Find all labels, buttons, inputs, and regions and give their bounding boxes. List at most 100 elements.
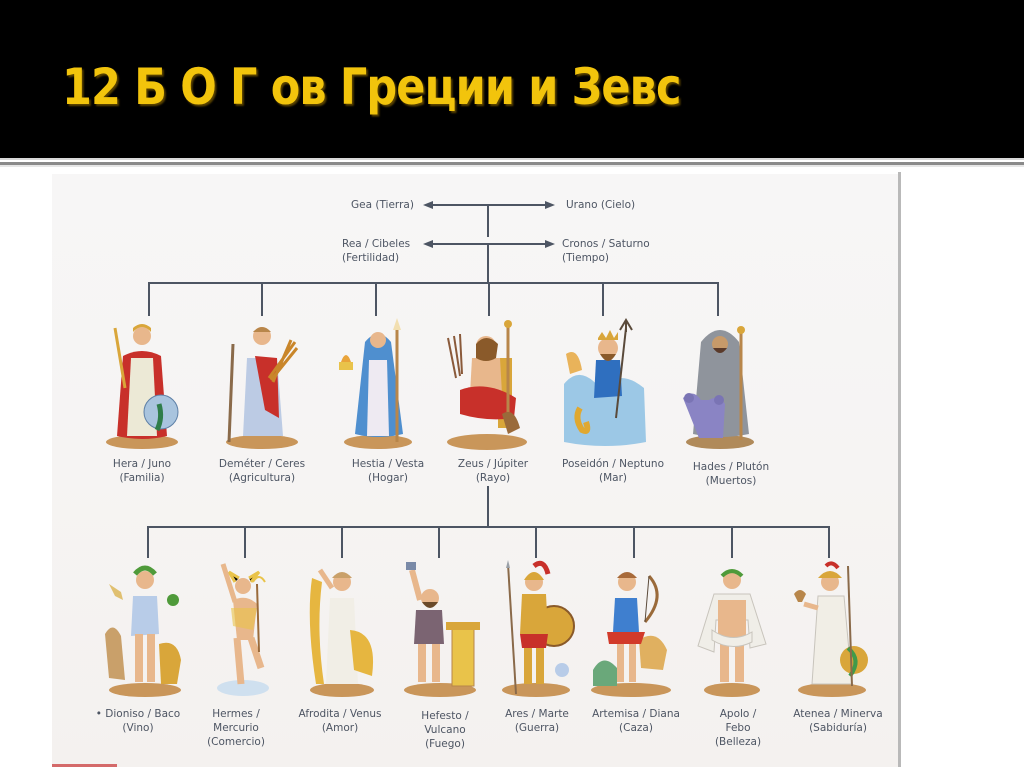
tree-connector [261, 282, 263, 316]
arrow-left-icon [423, 201, 433, 209]
caption-demeter: Deméter / Ceres (Agricultura) [219, 457, 305, 485]
apolo-illustration [697, 569, 767, 697]
family-tree-image [52, 174, 900, 767]
title-divider-shadow [0, 165, 1024, 167]
figure-hestia [337, 318, 419, 450]
ancestor-gea: Gea (Tierra) [351, 199, 414, 211]
god-name: • Dioniso / Baco [95, 708, 181, 720]
tree-connector [602, 282, 604, 316]
caption-hades: Hades / Plutón (Muertos) [693, 460, 769, 488]
tree-connector [148, 282, 150, 316]
tree-connector [375, 282, 377, 316]
generation-2-bar [147, 526, 830, 528]
caption-artemisa: Artemisa / Diana (Caza) [592, 707, 680, 735]
god-domain: (Fuego) [425, 738, 465, 750]
caption-hera: Hera / Juno (Familia) [113, 457, 171, 485]
afrodita-illustration [309, 568, 374, 697]
ancestor-rea: Rea / Cibeles (Fertilidad) [342, 237, 410, 265]
arrow-left-icon [423, 240, 433, 248]
god-domain: (Muertos) [705, 475, 757, 487]
ancestor-rea-domain: (Fertilidad) [342, 252, 400, 264]
figure-hades [679, 318, 761, 450]
god-domain: (Familia) [119, 472, 165, 484]
caption-dioniso: • Dioniso / Baco (Vino) [96, 707, 180, 735]
arrow-right-icon [545, 201, 555, 209]
god-domain: (Guerra) [514, 722, 560, 734]
hermes-illustration [217, 563, 269, 696]
generation-1-bar [148, 282, 719, 284]
hera-illustration [106, 324, 179, 449]
god-domain: (Comercio) [207, 736, 265, 748]
caption-hermes: Hermes / Mercurio (Comercio) [207, 707, 265, 749]
figure-apolo [692, 560, 774, 698]
god-domain: (Agricultura) [228, 472, 296, 484]
caption-poseidon: Poseidón / Neptuno (Mar) [562, 457, 664, 485]
tree-connector [487, 486, 489, 528]
image-edge-shadow [898, 172, 901, 767]
tree-connector [147, 526, 149, 558]
god-name: Atenea / Minerva [793, 708, 883, 720]
figure-dioniso [103, 560, 187, 698]
god-domain: (Rayo) [475, 472, 511, 484]
tree-connector [535, 526, 537, 558]
god-name: Hefesto / [421, 710, 469, 722]
tree-connector [438, 526, 440, 558]
tree-connector [487, 243, 489, 283]
god-name: Deméter / Ceres [218, 458, 306, 470]
caption-hefesto: Hefesto / Vulcano (Fuego) [421, 709, 468, 751]
figure-demeter [221, 318, 303, 450]
god-domain: (Belleza) [714, 736, 762, 748]
god-name: Zeus / Júpiter [457, 458, 529, 470]
caption-ares: Ares / Marte (Guerra) [505, 707, 569, 735]
ancestor-cronos-name: Cronos / Saturno [562, 238, 650, 250]
ancestor-cronos-domain: (Tiempo) [562, 252, 609, 264]
god-domain: (Caza) [619, 722, 653, 734]
caption-atenea: Atenea / Minerva (Sabiduría) [793, 707, 882, 735]
god-domain: (Amor) [321, 722, 359, 734]
hefesto-illustration [404, 562, 480, 697]
god-name: Ares / Marte [505, 708, 569, 720]
figure-ares [496, 560, 578, 698]
ancestor-cronos: Cronos / Saturno (Tiempo) [562, 237, 650, 265]
god-name: Poseidón / Neptuno [561, 458, 665, 470]
ares-illustration [502, 560, 575, 697]
title-divider [0, 162, 1024, 165]
hades-illustration [683, 326, 754, 449]
god-name: Hera / Juno [112, 458, 172, 470]
god-domain: (Sabiduría) [809, 722, 867, 734]
artemisa-illustration [591, 572, 671, 697]
god-domain: (Hogar) [368, 472, 408, 484]
ancestor-rea-name: Rea / Cibeles [342, 238, 411, 250]
caption-zeus: Zeus / Júpiter (Rayo) [458, 457, 528, 485]
god-name-line-2: Vulcano [424, 724, 466, 736]
tree-connector [633, 526, 635, 558]
demeter-illustration [226, 327, 299, 449]
title-divider-light [0, 158, 1024, 160]
figure-afrodita [302, 560, 382, 698]
caption-hestia: Hestia / Vesta (Hogar) [352, 457, 424, 485]
tree-connector [488, 282, 490, 316]
poseidon-illustration [564, 318, 646, 446]
caption-apolo: Apolo / Febo (Belleza) [715, 707, 761, 749]
god-domain: (Mar) [598, 472, 627, 484]
dioniso-illustration [105, 565, 181, 697]
slide-title: 12 Б О Г ов Греции и Зевс [62, 58, 681, 116]
god-name-line-2: Febo [725, 722, 751, 734]
figure-hefesto [400, 560, 484, 698]
tree-connector [717, 282, 719, 316]
figure-artemisa [587, 560, 677, 698]
god-name: Hades / Plutón [692, 461, 770, 473]
tree-connector [731, 526, 733, 558]
figure-hermes [203, 560, 283, 698]
tree-connector [244, 526, 246, 558]
title-bar: 12 Б О Г ов Греции и Зевс [0, 0, 1024, 158]
god-name: Hestia / Vesta [351, 458, 425, 470]
tree-connector [487, 205, 489, 237]
god-name: Hermes / [212, 708, 260, 720]
tree-connector [828, 526, 830, 558]
caption-afrodita: Afrodita / Venus (Amor) [299, 707, 382, 735]
arrow-right-icon [545, 240, 555, 248]
god-name: Artemisa / Diana [592, 708, 680, 720]
god-name-line-2: Mercurio [213, 722, 259, 734]
god-domain: (Vino) [122, 722, 154, 734]
